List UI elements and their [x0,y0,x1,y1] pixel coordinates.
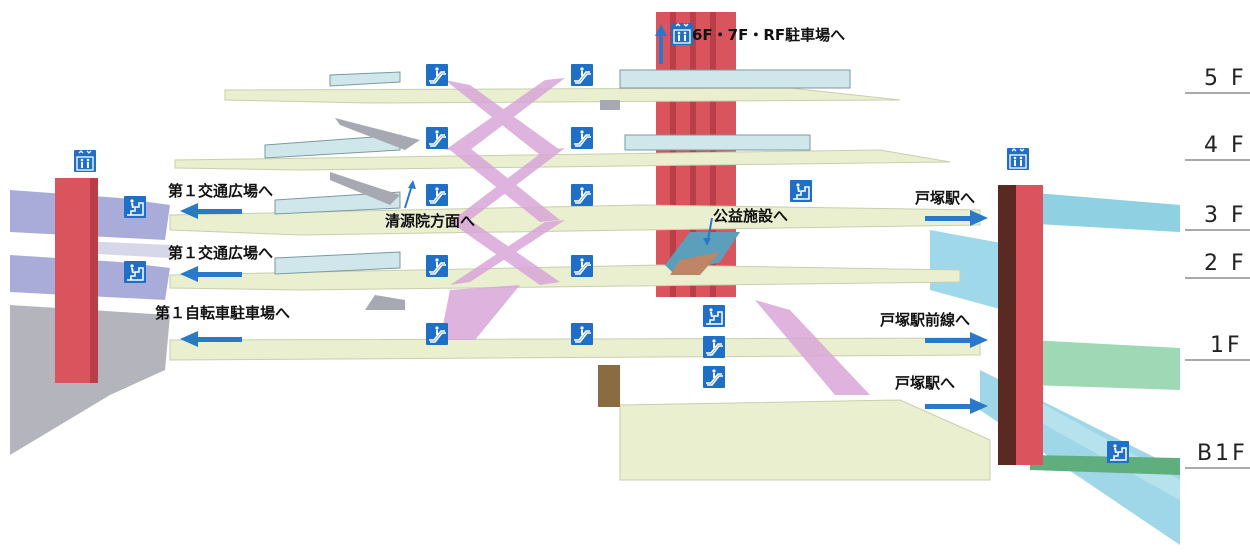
floor-label-1f: 1F [1210,333,1243,358]
escalator-icon [570,183,594,207]
escalator-icon [425,63,449,87]
escalator-icon [570,322,594,346]
label-public-facility: 公益施設へ [713,207,788,225]
arrow-right-3f [925,210,988,226]
escalator-icon [570,63,594,87]
label-seigen-in: 清源院方面へ [385,212,475,230]
elevator-icon [670,22,694,46]
label-top-parking: 6F・7F・RF駐車場へ [692,26,845,44]
stairs-icon [123,195,147,219]
floor-slabs [169,87,991,481]
escalator-icon [570,126,594,150]
floor-label-5f: 5 F [1204,66,1247,91]
arrow-left-3f [180,203,242,219]
left-elevator-shaft [55,178,95,383]
label-plaza-2f: 第１交通広場へ [168,244,273,262]
escalator-icon [425,322,449,346]
arrow-pointer-seigen [404,180,416,209]
left-building [10,178,170,455]
arrow-left-2f [180,266,242,282]
arrow-left-1f [180,331,242,347]
station-area [930,185,1180,545]
floor-label-b1f: B1F [1197,441,1248,466]
elevator-icon [73,149,97,173]
escalator-icon [702,365,726,389]
label-plaza-3f: 第１交通広場へ [168,182,273,200]
label-totsuka-front-1f: 戸塚駅前線へ [880,311,970,329]
escalator-icon [425,254,449,278]
escalator-icon [425,183,449,207]
floor-label-4f: 4 F [1204,133,1247,158]
floor-label-2f: 2 F [1204,251,1247,276]
elevator-icon [1006,147,1030,171]
floor-labels: 5 F 4 F 3 F 2 F 1F B1F [1185,66,1250,469]
arrow-pointer-public [703,217,713,246]
brown-stairs [598,232,740,407]
voids [264,69,851,275]
label-totsuka-b1: 戸塚駅へ [895,374,955,392]
arrow-up-top [655,24,667,64]
escalator-icon [570,254,594,278]
stairs-icon [702,304,726,328]
stairs-icon [123,260,147,284]
floor-label-3f: 3 F [1204,203,1247,228]
escalator-icon [425,126,449,150]
label-bicycle-1f: 第１自転車駐車場へ [155,304,290,322]
grey-ramps [330,100,620,310]
escalators [440,78,870,395]
stairs-icon [789,179,813,203]
arrow-right-1f [925,332,988,348]
stairs-icon [1106,440,1130,464]
escalator-icon [702,335,726,359]
arrow-right-b1 [925,398,988,414]
label-totsuka-3f: 戸塚駅へ [915,189,975,207]
